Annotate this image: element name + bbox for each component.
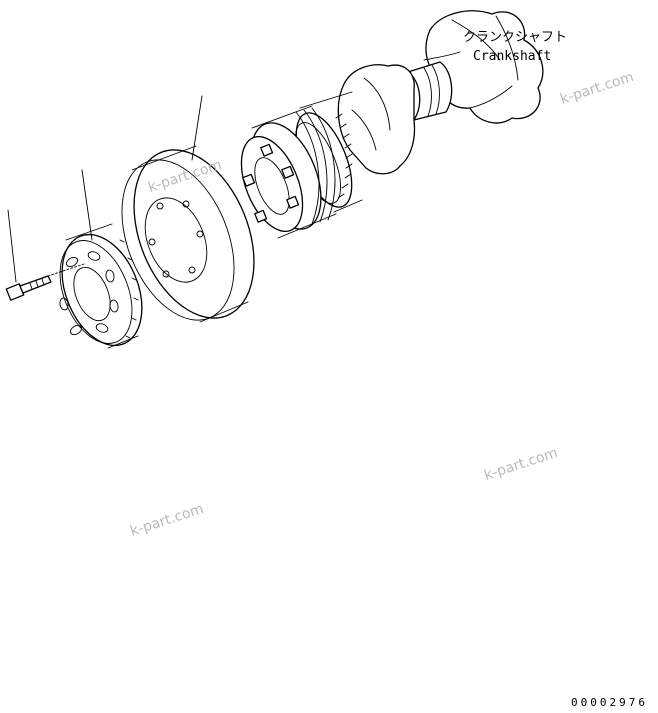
drawing-number: 00002976 — [571, 696, 648, 708]
pulley — [59, 223, 143, 349]
watermark-top-right: k-part.com — [558, 69, 635, 108]
bolt — [5, 275, 52, 301]
bolt-center-line — [47, 263, 85, 277]
bolt-leader-line — [7, 209, 17, 283]
pulley-leader-line — [81, 169, 93, 241]
timing-gear-teeth — [335, 113, 353, 199]
watermark-middle-right: k-part.com — [482, 445, 559, 484]
damper-leader-line — [191, 95, 203, 161]
crankshaft-label-en: Crankshaft — [473, 49, 551, 64]
damper — [121, 145, 255, 323]
crankshaft-label-jp: クランクシャフト — [463, 30, 567, 45]
crankshaft — [240, 10, 544, 239]
watermark-bottom-left: k-part.com — [128, 501, 205, 540]
crankshaft-leader-line — [423, 51, 461, 61]
